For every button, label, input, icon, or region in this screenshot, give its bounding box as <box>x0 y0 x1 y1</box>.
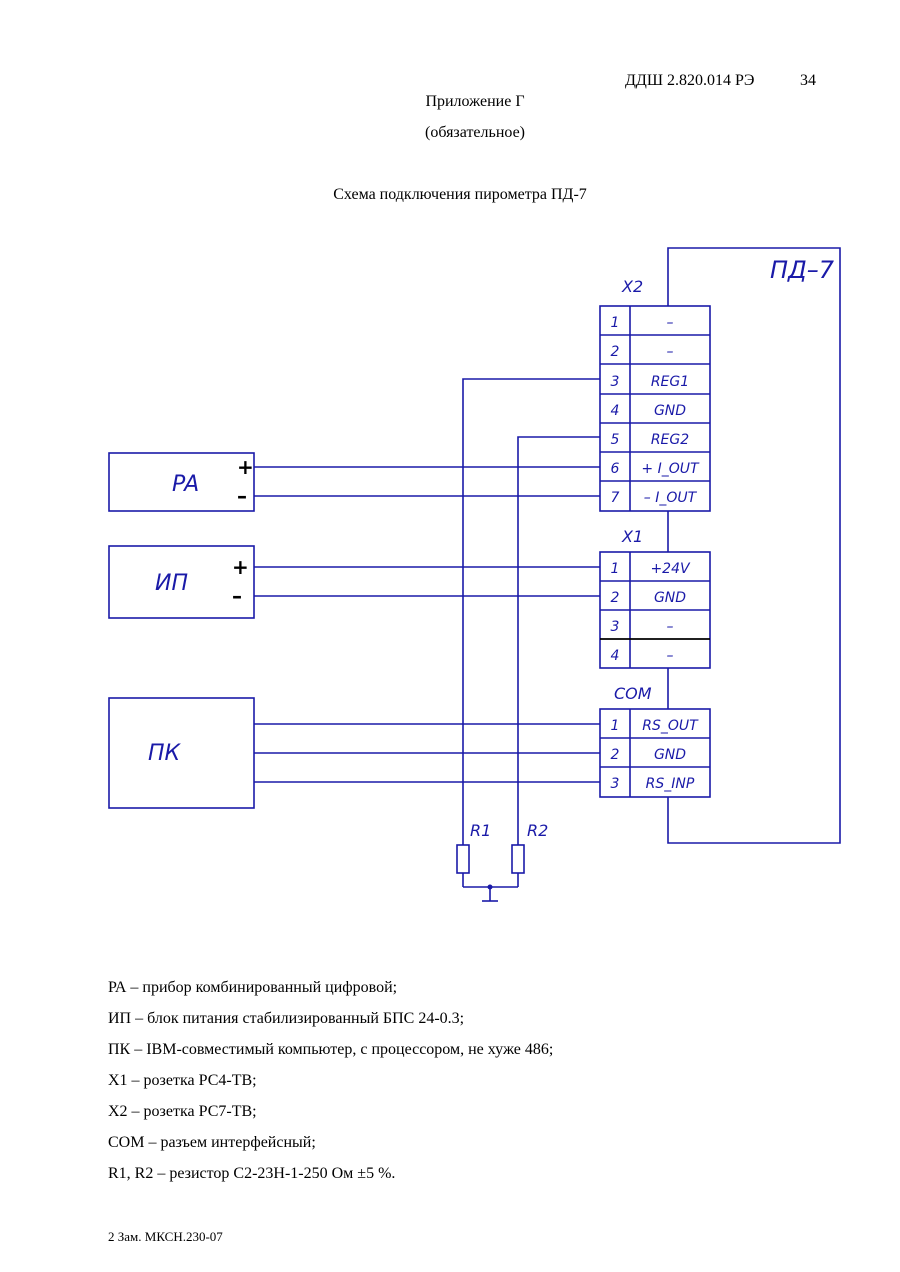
appendix-note: (обязательное) <box>425 124 525 141</box>
x2-pin-7-signal: – I_OUT <box>644 490 698 506</box>
x1-pin-1-signal: +24V <box>650 561 691 577</box>
pa-minus: – <box>237 484 247 508</box>
document-code: ДДШ 2.820.014 РЭ <box>625 72 755 89</box>
legend-item-x1: X1 – розетка РС4-ТВ; <box>108 1072 257 1089</box>
pa-block <box>108 452 255 512</box>
wiring-diagram: ПД–7 X2 1 – 2 – 3 REG1 4 GND 5 REG2 6 + … <box>108 247 841 902</box>
x2-pin-1-num: 1 <box>611 315 620 331</box>
x1-pin-1-num: 1 <box>611 561 620 577</box>
x2-pin-4-num: 4 <box>611 403 620 419</box>
appendix-title: Приложение Г <box>425 93 525 110</box>
x1-connector <box>599 551 711 669</box>
legend-item-pk: ПК – IBM-совместимый компьютер, с процес… <box>108 1041 554 1058</box>
x2-pin-3-signal: REG1 <box>651 374 689 390</box>
x2-pin-5-num: 5 <box>611 432 620 448</box>
ip-plus: + <box>232 555 249 579</box>
x1-pin-2-num: 2 <box>611 590 620 606</box>
legend-item-ip: ИП – блок питания стабилизированный БПС … <box>108 1010 465 1027</box>
ip-label: ИП <box>155 571 188 596</box>
legend-item-com: COM – разъем интерфейсный; <box>108 1134 316 1151</box>
r1-label: R1 <box>470 821 491 840</box>
wires <box>254 378 600 845</box>
scheme-title: Схема подключения пирометра ПД-7 <box>333 186 587 203</box>
x1-pin-2-signal: GND <box>654 590 686 606</box>
x2-pin-2-num: 2 <box>611 344 620 360</box>
r2-resistor <box>511 844 525 874</box>
com-pin-2-signal: GND <box>654 747 686 763</box>
com-pin-2-num: 2 <box>611 747 620 763</box>
device-outline <box>667 247 841 844</box>
x2-pin-7-num: 7 <box>611 490 620 506</box>
pa-label: PA <box>172 472 199 497</box>
device-label: ПД–7 <box>770 256 835 284</box>
x2-pin-6-num: 6 <box>611 461 620 477</box>
legend-item-resistors: R1, R2 – резистор С2-23Н-1-250 Ом ±5 %. <box>108 1165 396 1182</box>
x2-pin-6-signal: + I_OUT <box>641 461 700 477</box>
r2-label: R2 <box>527 821 548 840</box>
page-number: 34 <box>800 72 816 89</box>
x1-pin-4-num: 4 <box>611 648 620 664</box>
pk-label: ПК <box>148 741 182 766</box>
pk-block <box>108 697 255 809</box>
revision-note: 2 Зам. МКСН.230-07 <box>108 1229 223 1244</box>
x2-connector <box>599 305 711 512</box>
com-pin-1-num: 1 <box>611 718 620 734</box>
ground-symbol <box>462 873 519 902</box>
x2-pin-4-signal: GND <box>654 403 686 419</box>
x1-pin-3-num: 3 <box>611 619 620 635</box>
r1-resistor <box>456 844 470 874</box>
com-title: COM <box>614 684 652 703</box>
ip-minus: – <box>232 584 242 608</box>
x2-pin-1-signal: – <box>667 315 674 331</box>
legend: РА – прибор комбинированный цифровой; ИП… <box>108 978 553 1195</box>
com-pin-3-signal: RS_INP <box>646 776 695 792</box>
x2-pin-3-num: 3 <box>611 374 620 390</box>
x2-title: X2 <box>621 277 643 296</box>
x2-pin-2-signal: – <box>667 344 674 360</box>
x1-title: X1 <box>621 527 643 546</box>
x1-pin-3-signal: – <box>667 619 674 635</box>
x2-pin-5-signal: REG2 <box>651 432 689 448</box>
com-connector <box>599 708 711 798</box>
pa-plus: + <box>237 455 254 479</box>
com-pin-3-num: 3 <box>611 776 620 792</box>
ip-block <box>108 545 255 619</box>
com-pin-1-signal: RS_OUT <box>642 718 699 734</box>
legend-item-x2: X2 – розетка РС7-ТВ; <box>108 1103 257 1120</box>
x1-pin-4-signal: – <box>667 648 674 664</box>
legend-item-pa: РА – прибор комбинированный цифровой; <box>108 979 398 996</box>
